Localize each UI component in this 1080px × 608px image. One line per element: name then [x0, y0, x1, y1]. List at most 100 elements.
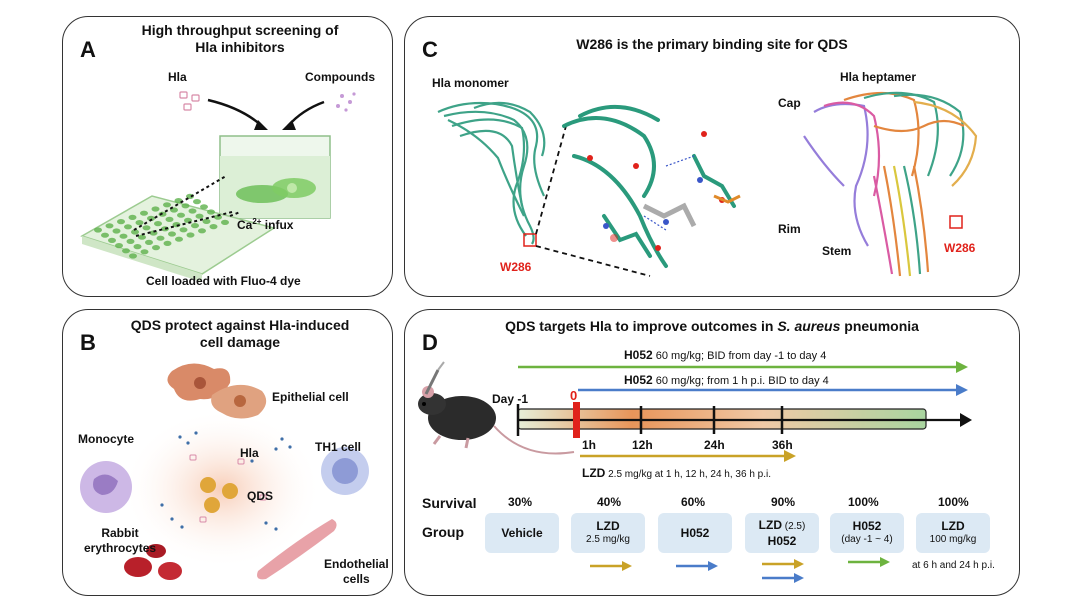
plate-well — [193, 199, 201, 205]
panel-d-title: QDS targets Hla to improve outcomes in S… — [505, 318, 919, 334]
plate-well — [175, 236, 183, 242]
lzd-100-note: at 6 h and 24 h p.i. — [912, 560, 995, 571]
plate-well — [156, 235, 165, 241]
plate-well — [181, 203, 190, 209]
tick-24h: 24h — [704, 438, 725, 452]
tick-36h: 36h — [772, 438, 793, 452]
panel-a-label: A — [80, 37, 96, 62]
zero-label: 0 — [570, 388, 578, 403]
plate-well — [140, 210, 148, 216]
w286-left-label: W286 — [500, 260, 532, 274]
plate-well — [105, 223, 114, 229]
panel-d-label: D — [422, 330, 438, 355]
plate-well — [140, 249, 149, 255]
plate-well — [165, 216, 174, 222]
qds-label: QDS — [247, 489, 274, 503]
plate-well — [152, 245, 160, 251]
panel-c-title: W286 is the primary binding site for QDS — [576, 36, 848, 52]
th1-label: TH1 cell — [315, 440, 362, 454]
ca-influx-label: Ca2+ infux — [237, 217, 294, 232]
plate-well — [131, 229, 139, 235]
hla-label-a: Hla — [168, 70, 187, 84]
plate-well — [151, 206, 160, 212]
group-label: Group — [422, 524, 464, 540]
plate-well — [198, 228, 206, 234]
panel-a-title-line1: High throughput screening of — [141, 22, 339, 38]
monomer-label: Hla monomer — [432, 76, 509, 90]
monocyte-label: Monocyte — [78, 432, 135, 446]
group-vehicle: Vehicle — [485, 513, 559, 553]
plate-well — [177, 212, 185, 218]
panel-a-footer: Cell loaded with Fluo-4 dye — [146, 274, 301, 288]
plate-well — [145, 239, 153, 245]
lzd-schedule-label: LZD 2.5 mg/kg at 1 h, 12 h, 24 h, 36 h p… — [582, 466, 771, 480]
survival-3: 60% — [681, 495, 706, 509]
group-h052: H052 — [658, 513, 732, 553]
plate-well — [163, 240, 172, 246]
plate-well — [124, 224, 132, 230]
plate-well — [108, 237, 116, 243]
plate-well — [135, 220, 144, 226]
plate-well — [117, 219, 125, 225]
group-arrows — [590, 557, 890, 583]
group-lzd-h052: LZD (2.5) H052 — [745, 513, 819, 553]
plate-well — [128, 214, 137, 220]
heptamer-label: Hla heptamer — [840, 70, 917, 84]
screening-illustration — [80, 91, 356, 282]
panel-a-title: High throughput screening of Hla inhibit… — [110, 22, 370, 56]
plate-well — [200, 204, 208, 210]
epithelial-label: Epithelial cell — [272, 390, 349, 404]
survival-2: 40% — [597, 495, 622, 509]
group-h052-day: H052(day -1 ~ 4) — [830, 513, 904, 553]
panel-b-label: B — [80, 330, 96, 355]
plate-well — [154, 221, 162, 227]
survival-5: 100% — [848, 495, 879, 509]
mouse-illustration — [418, 361, 575, 455]
plate-well — [122, 248, 130, 254]
day-minus1-label: Day -1 — [492, 392, 529, 406]
panel-c-label: C — [422, 37, 438, 62]
plate-well — [207, 209, 215, 215]
plate-well — [129, 253, 137, 259]
plate-well — [119, 233, 128, 239]
plate-well — [221, 219, 229, 225]
hla-label-b: Hla — [240, 446, 259, 460]
plate-well — [133, 244, 142, 250]
plate-well — [191, 223, 199, 229]
plate-well — [147, 215, 155, 221]
plate-well — [94, 227, 102, 233]
panel-b-title-line2: cell damage — [199, 334, 281, 350]
plate-well — [195, 213, 204, 219]
tick-12h: 12h — [632, 438, 653, 452]
plate-well — [168, 231, 176, 237]
plate-well — [202, 218, 211, 224]
plate-well — [188, 208, 197, 214]
panel-b-title-line1: QDS protect against Hla-induced — [130, 317, 350, 333]
survival-4: 90% — [771, 495, 796, 509]
survival-label: Survival — [422, 495, 477, 511]
panel-a-title-line2: Hla inhibitors — [195, 39, 285, 55]
panel-b-title: QDS protect against Hla-induced cell dam… — [100, 317, 380, 351]
arrow1-label: H052 60 mg/kg; BID from day -1 to day 4 — [624, 348, 827, 362]
tick-1h: 1h — [582, 438, 597, 452]
cell-damage-illustration — [80, 363, 369, 580]
plate-well — [186, 232, 195, 238]
plate-well — [126, 238, 135, 244]
survival-1: 30% — [508, 495, 533, 509]
plate-well — [115, 243, 123, 249]
plate-well — [101, 232, 109, 238]
plate-well — [142, 225, 151, 231]
cap-label: Cap — [778, 96, 801, 110]
plate-well — [179, 227, 188, 233]
compounds-label: Compounds — [305, 70, 375, 84]
plate-well — [163, 202, 171, 208]
arrow2-label: H052 60 mg/kg; from 1 h p.i. BID to day … — [624, 373, 829, 387]
dosing-timeline — [418, 361, 972, 462]
plate-well — [112, 228, 121, 234]
rim-label: Rim — [778, 222, 801, 236]
stem-label: Stem — [822, 244, 852, 258]
